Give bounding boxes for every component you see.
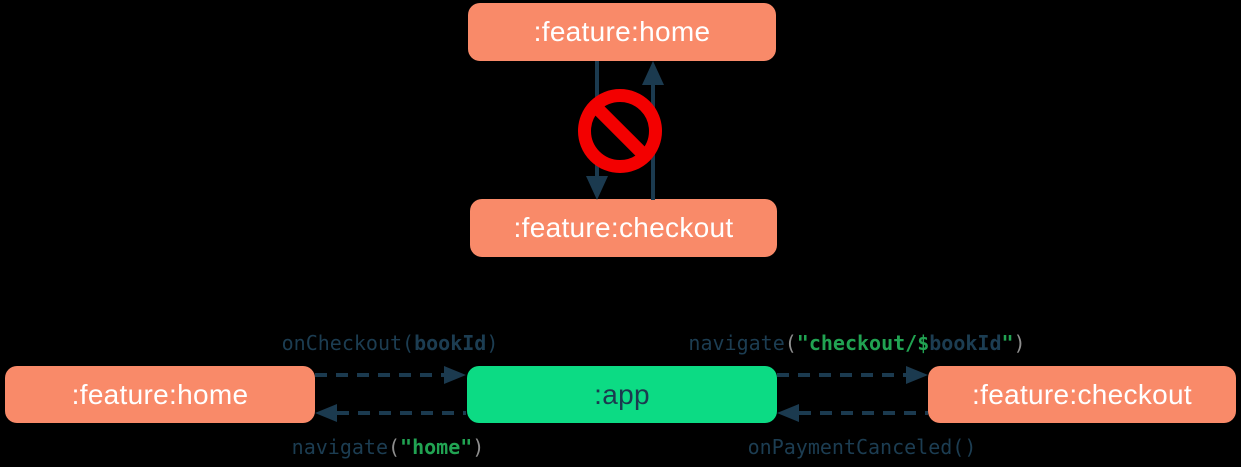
arrowhead-down-icon <box>586 176 608 200</box>
arrow-app-to-checkout-line <box>777 373 906 377</box>
arrow-app-to-home-line <box>337 411 466 415</box>
arrowhead-right-icon <box>906 366 928 384</box>
code-segment: navigate <box>688 331 785 355</box>
bottom-module-box-feature-checkout: :feature:checkout <box>928 366 1236 423</box>
code-segment: "checkout/$ <box>796 331 930 355</box>
arrow-home-to-app-line <box>315 373 445 377</box>
bottom-module-box-feature-home: :feature:home <box>5 366 315 423</box>
code-segment: ( <box>387 435 401 459</box>
no-entry-slash <box>592 103 648 159</box>
code-segment: ) <box>1013 331 1026 355</box>
no-entry-icon <box>578 89 662 173</box>
code-label-navigate-checkout: navigate("checkout/$bookId") <box>688 331 1025 355</box>
code-segment: ( <box>784 331 797 355</box>
code-segment: onCheckout( <box>281 331 415 355</box>
code-label-onpaymentcanceled: onPaymentCanceled() <box>748 435 977 459</box>
arrowhead-right-icon <box>444 366 466 384</box>
arrow-checkout-to-app-line <box>799 411 928 415</box>
code-segment: bookId <box>929 331 1002 355</box>
arrowhead-up-icon <box>642 61 664 85</box>
code-label-oncheckout: onCheckout(bookId) <box>282 331 499 355</box>
code-label-navigate-home: navigate("home") <box>292 435 485 459</box>
bottom-module-box-app: :app <box>467 366 777 423</box>
code-segment: "home" <box>400 435 473 459</box>
arrowhead-left-icon <box>315 404 337 422</box>
code-segment: onPaymentCanceled() <box>747 435 977 459</box>
top-module-box-feature-checkout: :feature:checkout <box>470 199 777 257</box>
code-segment: " <box>1001 331 1014 355</box>
code-segment: ) <box>472 435 485 459</box>
arrowhead-left-icon <box>777 404 799 422</box>
code-segment: ) <box>486 331 499 355</box>
top-module-box-feature-home: :feature:home <box>468 3 776 61</box>
code-segment: bookId <box>414 331 487 355</box>
code-segment: navigate <box>291 435 388 459</box>
